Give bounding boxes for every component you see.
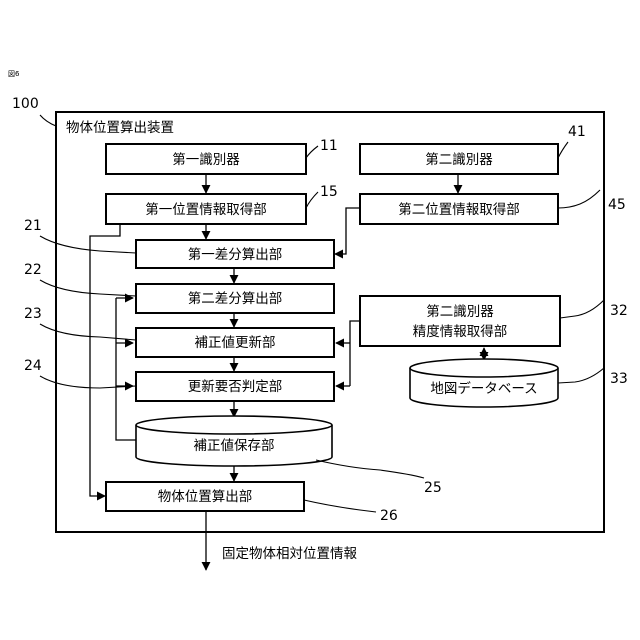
ref-11: 11 (320, 138, 338, 154)
ref-32: 32 (610, 303, 628, 319)
arrow-second-position-to-first-diff (335, 208, 360, 254)
block-update-judge: 更新要否判定部 (136, 372, 334, 401)
block-object-position-label: 物体位置算出部 (158, 489, 253, 505)
leader-33 (558, 368, 604, 383)
output-label: 固定物体相対位置情報 (222, 546, 357, 562)
figure-label: 図6 (8, 70, 20, 78)
block-object-position: 物体位置算出部 (106, 482, 304, 511)
block-second-diff-label: 第二差分算出部 (188, 290, 283, 307)
ref-22: 22 (24, 262, 42, 278)
block-first-position-info: 第一位置情報取得部 (106, 194, 306, 224)
ref-23: 23 (24, 306, 42, 322)
ref-25: 25 (424, 480, 442, 496)
block-first-diff: 第一差分算出部 (136, 240, 334, 268)
block-map-db: 地図データベース (410, 359, 558, 407)
ref-26: 26 (380, 508, 398, 524)
device-ref-number: 100 (12, 96, 39, 112)
leader-45 (558, 190, 600, 208)
block-correction-store: 補正値保存部 (136, 416, 332, 466)
leader-26 (304, 500, 376, 512)
leader-41 (558, 142, 568, 158)
leader-23 (40, 324, 136, 340)
ref-15: 15 (320, 184, 338, 200)
block-correction-update-label: 補正値更新部 (195, 335, 276, 351)
ref-45: 45 (608, 197, 626, 213)
block-first-identifier-label: 第一識別器 (172, 151, 240, 168)
wire-store-feedback-bus (116, 298, 136, 440)
leader-11 (306, 146, 318, 158)
ref-21: 21 (24, 218, 42, 234)
block-second-position-info: 第二位置情報取得部 (360, 194, 558, 224)
ref-24: 24 (24, 358, 42, 374)
block-update-judge-label: 更新要否判定部 (188, 379, 283, 395)
block-second-identifier-label: 第二識別器 (425, 151, 493, 168)
block-correction-store-label: 補正値保存部 (194, 438, 275, 454)
leader-25 (316, 460, 424, 478)
block-accuracy-info-line1: 第二識別器 (426, 303, 494, 320)
leader-32 (560, 300, 604, 318)
leader-21 (40, 236, 136, 253)
leader-15 (306, 192, 318, 208)
block-second-diff: 第二差分算出部 (136, 284, 334, 313)
block-accuracy-info: 第二識別器 精度情報取得部 (360, 296, 560, 346)
ref-41: 41 (568, 124, 586, 140)
device-ref-leader (40, 115, 56, 126)
block-first-identifier: 第一識別器 (106, 144, 306, 174)
block-second-identifier: 第二識別器 (360, 144, 558, 174)
device-title: 物体位置算出装置 (66, 120, 174, 136)
leader-22 (40, 280, 136, 296)
ref-33: 33 (610, 371, 628, 387)
block-first-position-info-label: 第一位置情報取得部 (145, 201, 267, 218)
block-second-position-info-label: 第二位置情報取得部 (398, 201, 520, 218)
block-correction-update: 補正値更新部 (136, 328, 334, 357)
wire-accuracy-branch (350, 321, 360, 386)
block-first-diff-label: 第一差分算出部 (188, 246, 283, 263)
block-accuracy-info-line2: 精度情報取得部 (413, 323, 508, 340)
block-map-db-label: 地図データベース (430, 380, 537, 397)
